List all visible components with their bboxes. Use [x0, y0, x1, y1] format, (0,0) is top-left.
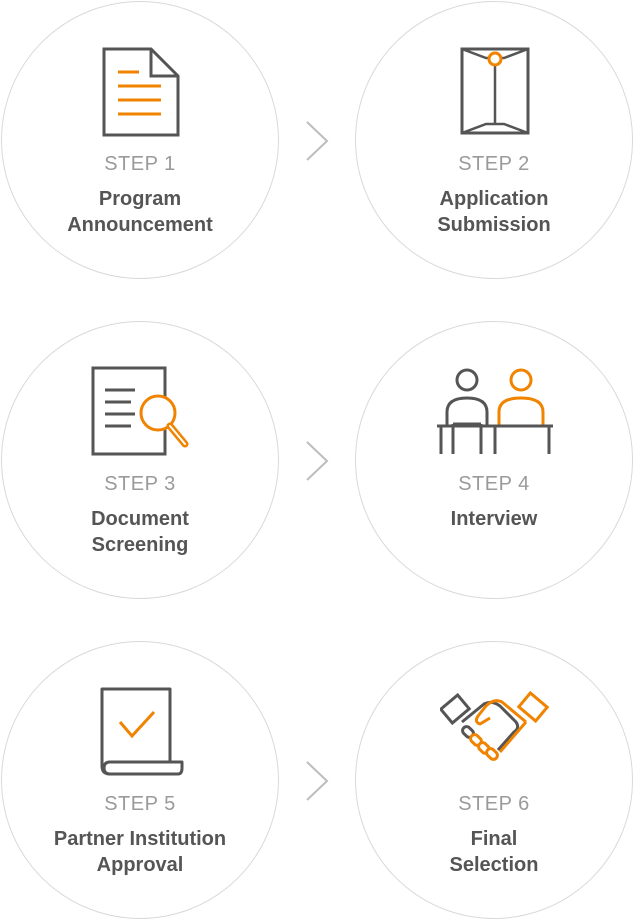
step-5-circle: STEP 5 Partner Institution Approval [1, 641, 279, 919]
envelope-icon [356, 46, 634, 146]
step-number: STEP 2 [458, 153, 530, 175]
step-2-circle: STEP 2 Application Submission [355, 1, 633, 279]
step-3-circle: STEP 3 Document Screening [1, 321, 279, 599]
step-number: STEP 3 [104, 473, 176, 495]
step-6-circle: STEP 6 Final Selection [355, 641, 633, 919]
step-number: STEP 4 [458, 473, 530, 495]
chevron-right-icon [306, 121, 329, 161]
step-title-line2: Screening [91, 534, 189, 556]
chevron-right-icon [306, 761, 329, 801]
step-number: STEP 1 [104, 153, 176, 175]
step-title-line1: Final [470, 828, 518, 850]
step-title: Partner Institution Approval [2, 826, 278, 878]
step-title-line1: Document [91, 508, 189, 530]
chevron-right-icon [306, 441, 329, 481]
step-title-line1: Program [98, 188, 182, 210]
step-title-line1: Partner Institution [53, 828, 227, 850]
handshake-icon [356, 686, 634, 786]
step-title: Document Screening [2, 506, 278, 558]
step-title-line2: Submission [437, 214, 551, 236]
step-4-circle: STEP 4 Interview [355, 321, 633, 599]
step-title-line1: Application [439, 188, 549, 210]
step-title: Program Announcement [2, 186, 278, 238]
step-number: STEP 6 [458, 793, 530, 815]
step-title: Interview [356, 506, 632, 532]
step-title-line2: Approval [96, 854, 184, 876]
step-1-circle: STEP 1 Program Announcement [1, 1, 279, 279]
document-icon [2, 46, 280, 146]
step-title: Application Submission [356, 186, 632, 238]
step-title: Final Selection [356, 826, 632, 878]
step-title-line2: Announcement [67, 214, 213, 236]
approval-scroll-icon [2, 686, 280, 786]
interview-icon [356, 366, 634, 466]
step-number: STEP 5 [104, 793, 176, 815]
step-title-line1: Interview [450, 508, 538, 530]
step-title-line2: Selection [449, 854, 539, 876]
document-search-icon [2, 366, 280, 466]
